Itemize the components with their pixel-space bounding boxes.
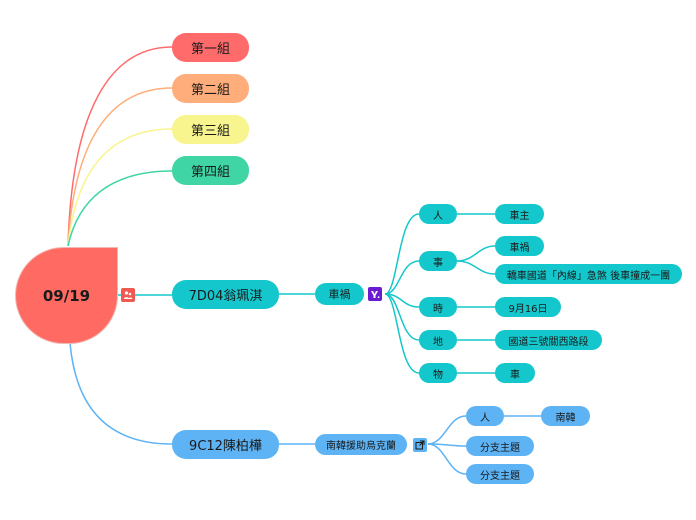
leaf-label: 車禍: [509, 242, 530, 254]
group-node-3[interactable]: 第三組: [172, 115, 249, 144]
student-label: 7D04翁珮淇: [188, 289, 263, 304]
group-node-1[interactable]: 第一組: [172, 33, 249, 62]
branch-label: 人: [480, 412, 490, 424]
leaf-node[interactable]: 車主: [495, 204, 544, 224]
student-node-1[interactable]: 7D04翁珮淇: [172, 280, 279, 309]
leaf-node[interactable]: 轎車國道「內線」急煞 後車撞成一團: [495, 264, 682, 284]
branch-node-place[interactable]: 地: [419, 330, 457, 350]
group-node-4[interactable]: 第四組: [172, 156, 249, 185]
group-label: 第一組: [190, 42, 230, 57]
branch-label: 地: [433, 336, 443, 348]
group-label: 第二組: [190, 83, 230, 98]
branch-label: 事: [433, 257, 443, 269]
leaf-label: 車: [510, 369, 520, 381]
topic-label: 南韓援助烏克蘭: [326, 441, 396, 452]
leaf-node[interactable]: 9月16日: [495, 297, 561, 317]
leaf-label: 車主: [509, 210, 530, 222]
topic-node-1[interactable]: 車禍: [315, 283, 364, 305]
branch-node-event[interactable]: 事: [419, 251, 457, 271]
branch-label: 人: [433, 210, 443, 222]
student-label: 9C12陳柏樺: [189, 439, 262, 454]
branch-label: 分支主題: [480, 470, 520, 482]
root-node[interactable]: 09/19: [16, 248, 117, 343]
root-label: 09/19: [42, 286, 91, 305]
leaf-label: 轎車國道「內線」急煞 後車撞成一團: [506, 270, 671, 282]
branch-node-time[interactable]: 時: [419, 297, 457, 317]
branch-label: 分支主題: [480, 442, 520, 454]
leaf-node[interactable]: 南韓: [541, 406, 590, 426]
topic-node-2[interactable]: 南韓援助烏克蘭: [315, 434, 407, 455]
student-node-2[interactable]: 9C12陳柏樺: [172, 430, 279, 459]
leaf-label: 國道三號關西路段: [508, 336, 589, 348]
branch-node-subtopic-1[interactable]: 分支主題: [466, 436, 534, 456]
branch-label: 物: [433, 369, 443, 381]
group-label: 第四組: [190, 165, 230, 180]
leaf-label: 9月16日: [508, 303, 548, 315]
branch-label: 時: [433, 303, 443, 315]
branch-node-subtopic-2[interactable]: 分支主題: [466, 464, 534, 484]
branch-node-object[interactable]: 物: [419, 363, 457, 383]
leaf-node[interactable]: 車: [495, 363, 535, 383]
people-icon[interactable]: [121, 288, 135, 302]
leaf-node[interactable]: 車禍: [495, 236, 544, 256]
yahoo-icon[interactable]: [368, 287, 382, 301]
branch-node-person-2[interactable]: 人: [466, 406, 504, 426]
leaf-node[interactable]: 國道三號關西路段: [495, 330, 602, 350]
branch-node-person[interactable]: 人: [419, 204, 457, 224]
external-link-icon[interactable]: [413, 438, 427, 452]
group-node-2[interactable]: 第二組: [172, 74, 249, 103]
topic-label: 車禍: [328, 288, 351, 301]
group-label: 第三組: [190, 124, 230, 139]
leaf-label: 南韓: [555, 412, 576, 424]
